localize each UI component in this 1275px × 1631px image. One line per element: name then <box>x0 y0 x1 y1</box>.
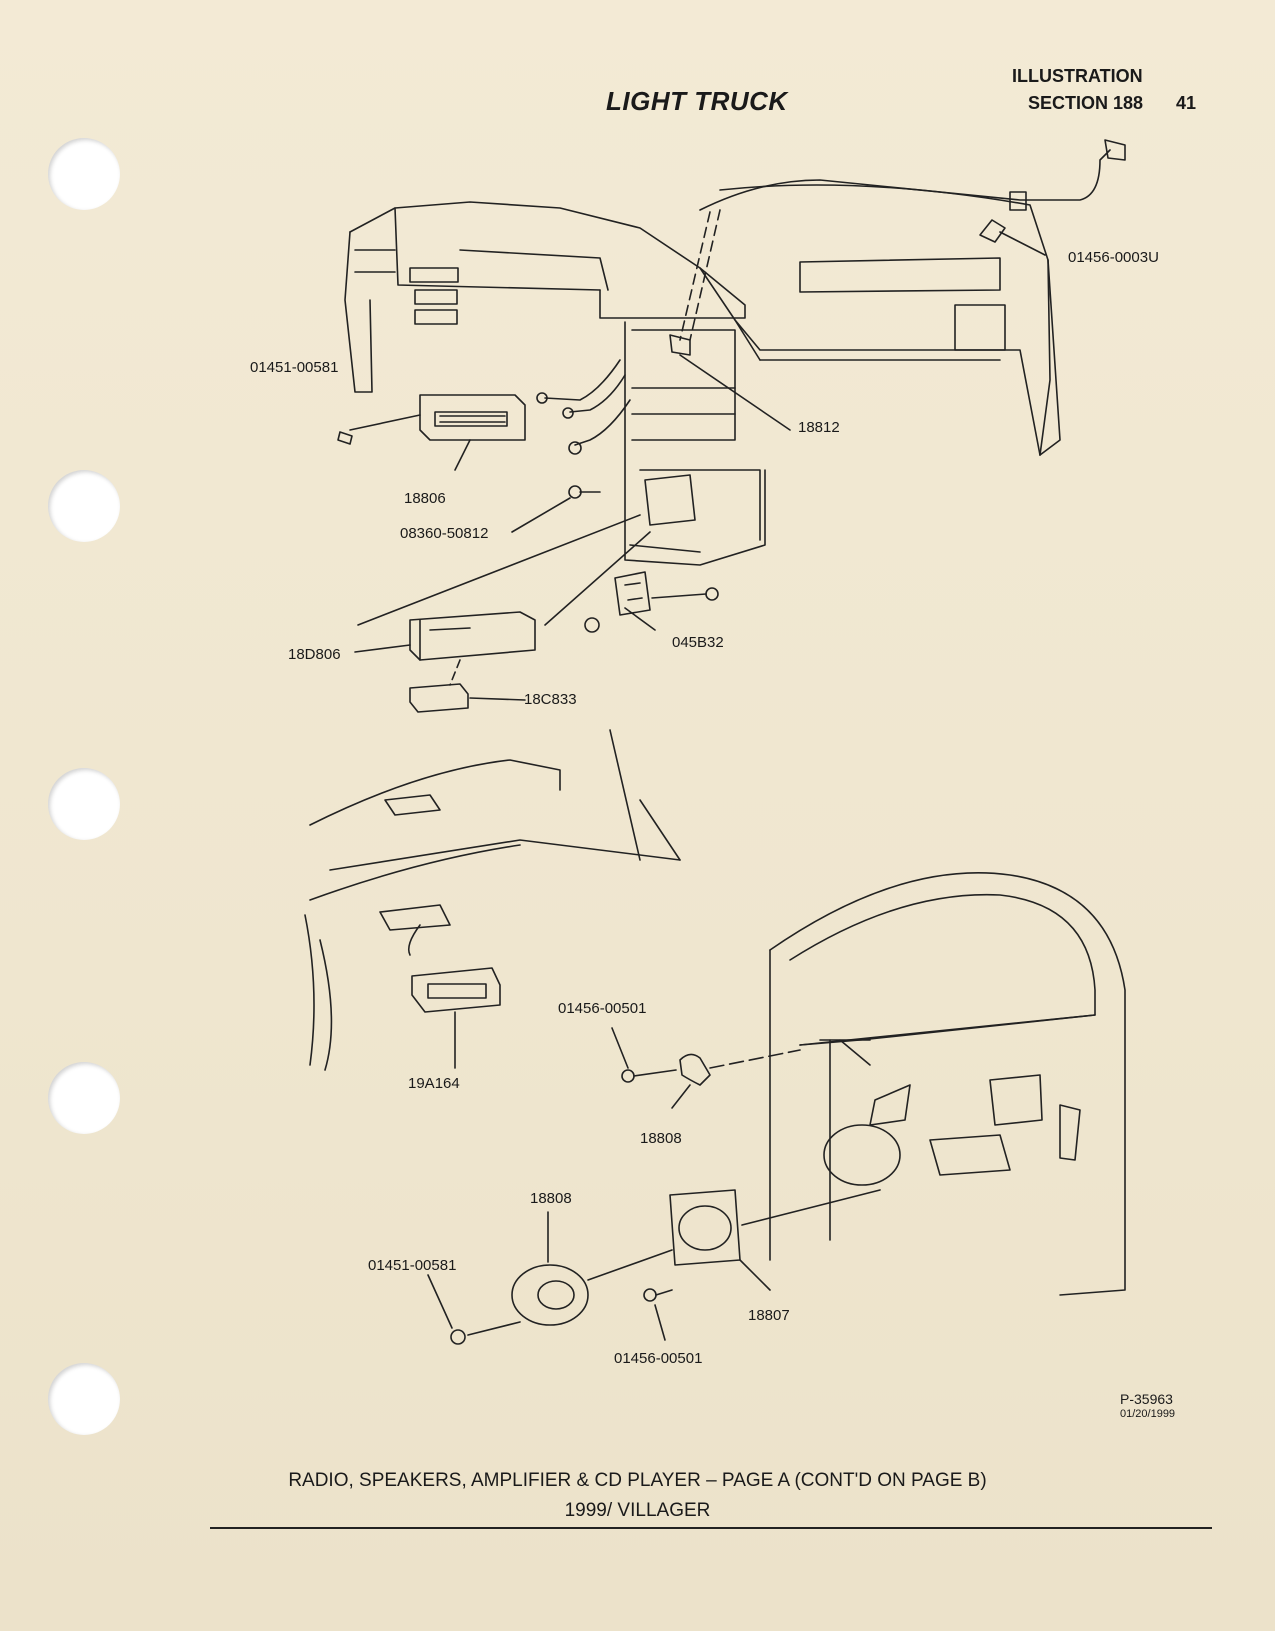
tweeter-bracket <box>611 1027 801 1109</box>
binder-hole <box>48 138 120 210</box>
callout-18812: 18812 <box>798 419 840 436</box>
page-number: 41 <box>1176 93 1197 113</box>
callout-01451-00581-top: 01451-00581 <box>250 359 338 376</box>
amplifier-module <box>409 683 526 713</box>
callout-01451-00581-low: 01451-00581 <box>368 1257 456 1274</box>
callout-01456-00501-low: 01456-00501 <box>614 1350 702 1367</box>
speaker-bracket <box>643 1189 881 1341</box>
antenna-cable <box>679 139 1126 341</box>
door-speaker <box>427 1211 673 1345</box>
callout-08360-50812: 08360-50812 <box>400 525 488 542</box>
binder-hole <box>48 1062 120 1134</box>
footer-rule <box>210 1527 1212 1529</box>
binder-hole <box>48 768 120 840</box>
page-title: LIGHT TRUCK <box>606 86 788 116</box>
reference-date: 01/20/1999 <box>1120 1408 1176 1420</box>
callout-01456-00501-mid: 01456-00501 <box>558 1000 646 1017</box>
climate-control-unit <box>337 394 526 471</box>
instrument-panel-drawing <box>344 184 1061 566</box>
overhead-console-drawing <box>304 729 681 1071</box>
cd-player <box>354 514 641 686</box>
caption-line-1: RADIO, SPEAKERS, AMPLIFIER & CD PLAYER –… <box>288 1470 987 1491</box>
caption-line-2: 1999/ VILLAGER <box>564 1500 711 1521</box>
callout-18808-mid: 18808 <box>640 1130 682 1147</box>
wiring-harness <box>536 334 791 455</box>
callout-19A164: 19A164 <box>408 1075 460 1092</box>
reference-block: P-35963 01/20/1999 <box>1120 1391 1176 1421</box>
callout-18808-low: 18808 <box>530 1190 572 1207</box>
front-door-drawing <box>769 872 1126 1296</box>
callout-045B32: 045B32 <box>672 634 724 651</box>
callout-01456-0003U: 01456-0003U <box>1068 249 1159 266</box>
callout-18C833: 18C833 <box>524 691 577 708</box>
binder-hole <box>48 470 120 542</box>
mounting-bracket <box>544 531 719 633</box>
screw-08360 <box>511 485 601 533</box>
binder-hole <box>48 1363 120 1435</box>
illustration-label: ILLUSTRATION <box>1012 66 1143 86</box>
callout-18D806: 18D806 <box>288 646 341 663</box>
callout-18807: 18807 <box>748 1307 790 1324</box>
section-label: SECTION 188 <box>1028 93 1144 113</box>
reference-number: P-35963 <box>1120 1391 1173 1407</box>
callout-18806: 18806 <box>404 490 446 507</box>
